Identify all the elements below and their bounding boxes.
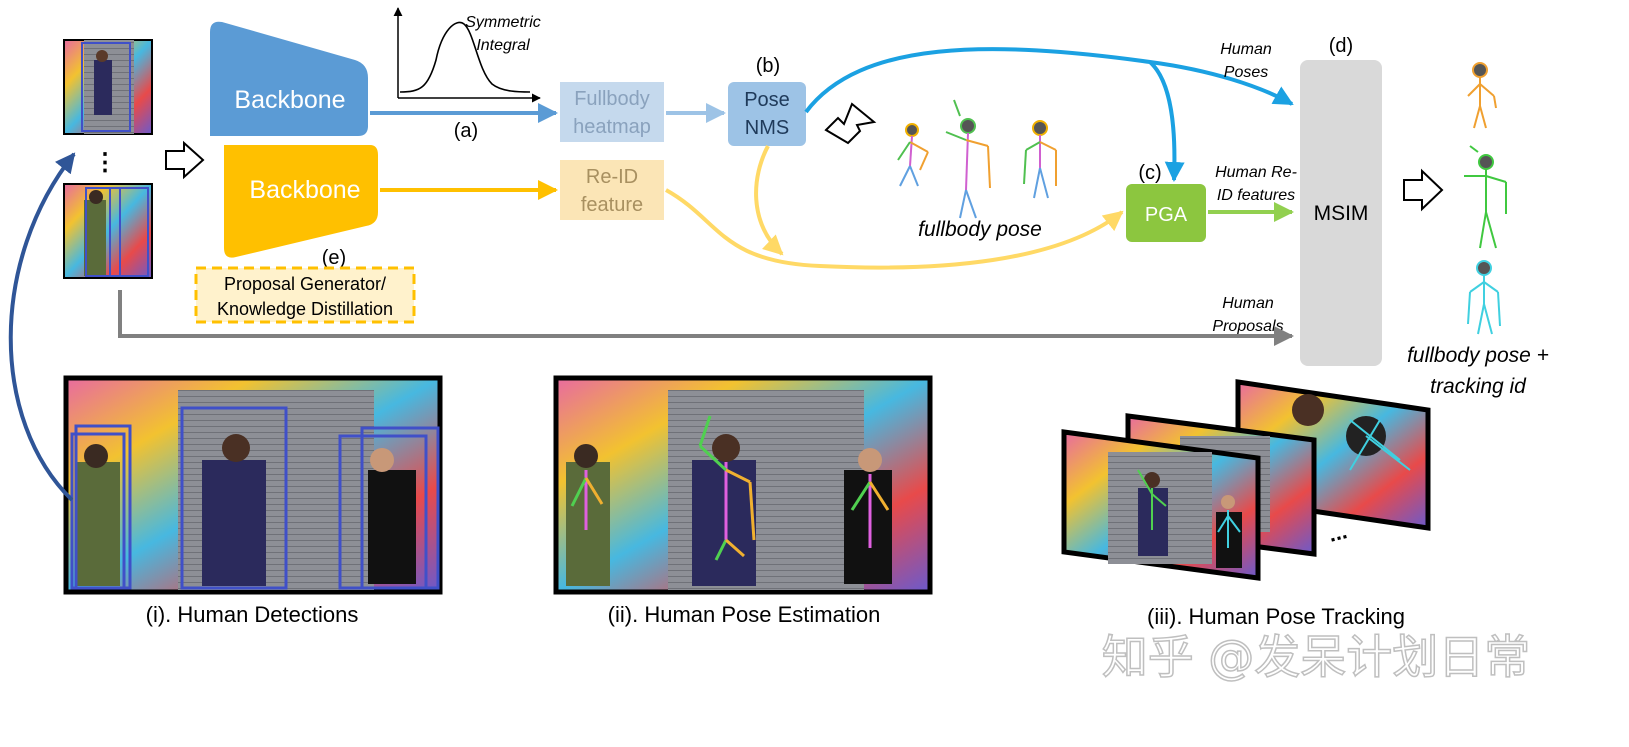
ellipsis-icon: ... <box>1326 518 1350 547</box>
symmetric-integral-graph <box>393 7 541 103</box>
graph-label-line2: Integral <box>476 37 530 54</box>
graph-label-line1: Symmetric <box>465 14 541 31</box>
output-label-line2: tracking id <box>1430 375 1527 398</box>
arrow-nms-to-msim <box>804 47 1294 114</box>
tracked-skeleton-orange <box>1467 62 1497 129</box>
hollow-arrow-icon <box>824 102 877 145</box>
caption-detections: (i). Human Detections <box>146 602 359 627</box>
tracked-skeleton-cyan <box>1467 260 1501 335</box>
arrow-nms-to-pga <box>1148 60 1185 182</box>
backbone-top-shape <box>210 21 368 136</box>
skeleton-left <box>897 123 929 187</box>
human-poses-line2: Poses <box>1224 64 1268 81</box>
label-e: (e) <box>322 247 346 269</box>
proposal-line2: Knowledge Distillation <box>217 299 393 319</box>
label-b: (b) <box>756 55 780 77</box>
msim-box <box>1300 60 1382 366</box>
human-poses-line1: Human <box>1220 41 1272 58</box>
pose-nms-box <box>728 82 806 146</box>
label-c: (c) <box>1138 162 1161 184</box>
watermark: 知乎 @发呆计划日常 <box>1102 630 1531 684</box>
tracking-frame-front <box>1061 429 1261 581</box>
output-label-line1: fullbody pose + <box>1407 344 1549 367</box>
vertical-ellipsis-icon: ⋮ <box>93 149 117 176</box>
backbone-bottom-label: Backbone <box>249 176 360 204</box>
label-a: (a) <box>454 120 478 142</box>
human-proposals-line1: Human <box>1222 295 1274 312</box>
msim-label: MSIM <box>1314 202 1369 225</box>
arrow-proposals-to-msim <box>118 290 1294 346</box>
human-reid-line1: Human Re- <box>1215 164 1297 181</box>
caption-tracking: (iii). Human Pose Tracking <box>1147 604 1405 629</box>
arrow-reid-to-pga <box>665 188 1124 270</box>
hollow-arrow-icon <box>1403 168 1444 212</box>
arrow-detections-to-frame <box>8 152 76 502</box>
skeleton-middle <box>945 99 991 219</box>
pose-nms-line1: Pose <box>744 89 790 111</box>
arrow-nms-down <box>754 145 784 256</box>
pose-estimation-image <box>553 375 933 595</box>
hollow-arrow-icon <box>165 140 205 180</box>
reid-line1: Re-ID <box>586 166 638 188</box>
input-frame-top <box>63 39 153 135</box>
input-frame-bottom <box>63 183 153 279</box>
heatmap-box <box>560 82 664 142</box>
proposal-line1: Proposal Generator/ <box>224 274 386 294</box>
pose-nms-line2: NMS <box>745 117 789 139</box>
heatmap-line1: Fullbody <box>574 88 650 110</box>
skeleton-right <box>1023 120 1057 199</box>
heatmap-line2: heatmap <box>573 116 651 138</box>
human-reid-line2: ID features <box>1217 187 1295 204</box>
backbone-bottom-shape <box>224 145 378 258</box>
detections-image <box>63 375 443 595</box>
human-proposals-line2: Proposals <box>1212 318 1283 335</box>
reid-box <box>560 160 664 220</box>
label-d: (d) <box>1329 35 1353 57</box>
pga-box <box>1126 184 1206 242</box>
caption-estimation: (ii). Human Pose Estimation <box>608 602 881 627</box>
proposal-generator-box <box>194 266 416 324</box>
fullbody-pose-label: fullbody pose <box>918 218 1042 241</box>
reid-line2: feature <box>581 194 643 216</box>
pga-label: PGA <box>1145 204 1188 226</box>
backbone-top-label: Backbone <box>234 86 345 114</box>
tracked-skeleton-green <box>1464 145 1507 249</box>
